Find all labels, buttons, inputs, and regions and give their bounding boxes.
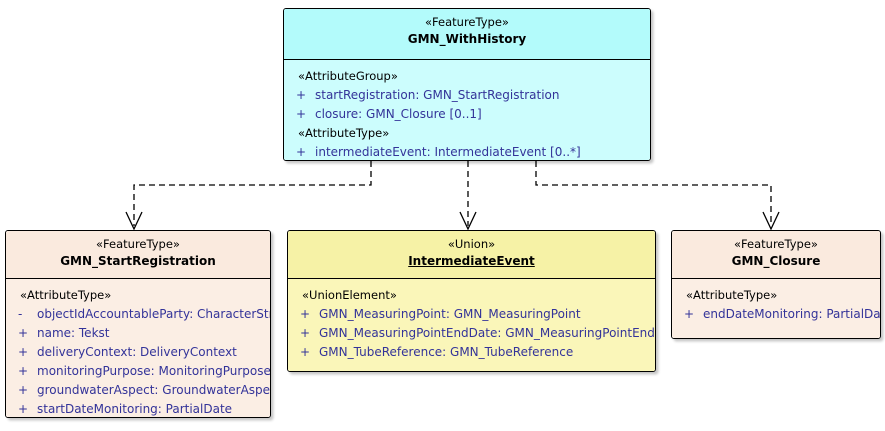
attribute-label: GMN_TubeReference: GMN_TubeReference [319, 345, 574, 359]
attribute-row: + startRegistration: GMN_StartRegistrati… [284, 86, 650, 105]
attribute-group-stereotype: «AttributeType» [686, 288, 778, 302]
attribute-row: + groundwaterAspect: GroundwaterAspect [6, 381, 270, 400]
attribute-row: + GMN_TubeReference: GMN_TubeReference [288, 343, 655, 362]
class-header-gmn-withhistory: «FeatureType» GMN_WithHistory [284, 9, 650, 60]
attribute-row: + endDateMonitoring: PartialDate [672, 305, 880, 324]
attribute-visibility: + [18, 364, 29, 378]
attribute-row: - objectIdAccountableParty: CharacterStr… [6, 305, 270, 324]
class-header-gmn-startregistration: «FeatureType» GMN_StartRegistration [6, 231, 270, 279]
class-box-gmn-withhistory[interactable]: «FeatureType» GMN_WithHistory «Attribute… [283, 8, 651, 161]
class-body-gmn-withhistory: «AttributeGroup» + startRegistration: GM… [284, 60, 650, 160]
attribute-visibility: + [300, 326, 311, 340]
attribute-row: + GMN_MeasuringPointEndDate: GMN_Measuri… [288, 324, 655, 343]
class-stereotype: «FeatureType» [734, 237, 818, 251]
attribute-visibility: + [18, 326, 29, 340]
attribute-label: endDateMonitoring: PartialDate [703, 307, 880, 321]
class-name: IntermediateEvent [408, 254, 535, 268]
attribute-label: closure: GMN_Closure [0..1] [315, 107, 482, 121]
attribute-visibility: + [296, 107, 307, 121]
connector-withhistory-to-intermediateevent [459, 161, 477, 231]
class-body-intermediateevent: «UnionElement» + GMN_MeasuringPoint: GMN… [288, 279, 655, 371]
attribute-label: name: Tekst [37, 326, 110, 340]
attribute-label: objectIdAccountableParty: CharacterStrin… [37, 307, 270, 321]
class-stereotype: «FeatureType» [425, 15, 509, 29]
attribute-label: intermediateEvent: IntermediateEvent [0.… [315, 145, 581, 159]
class-box-gmn-closure[interactable]: «FeatureType» GMN_Closure «AttributeType… [671, 230, 881, 339]
attribute-label: monitoringPurpose: MonitoringPurpose [37, 364, 270, 378]
attribute-label: deliveryContext: DeliveryContext [37, 345, 237, 359]
connector-withhistory-to-closure [535, 161, 780, 231]
connector-withhistory-to-startregistration [125, 161, 372, 231]
attribute-group-stereotype: «UnionElement» [302, 288, 397, 302]
class-box-gmn-startregistration[interactable]: «FeatureType» GMN_StartRegistration «Att… [5, 230, 271, 418]
attribute-visibility: + [18, 383, 29, 397]
class-stereotype: «Union» [447, 237, 496, 251]
attribute-row: + GMN_MeasuringPoint: GMN_MeasuringPoint [288, 305, 655, 324]
class-name: GMN_StartRegistration [60, 254, 216, 268]
attribute-visibility: + [296, 145, 307, 159]
attribute-row: + deliveryContext: DeliveryContext [6, 343, 270, 362]
class-header-intermediateevent: «Union» IntermediateEvent [288, 231, 655, 279]
attribute-visibility: + [18, 345, 29, 359]
attribute-label: startRegistration: GMN_StartRegistration [315, 88, 560, 102]
attribute-label: startDateMonitoring: PartialDate [37, 402, 233, 416]
class-header-gmn-closure: «FeatureType» GMN_Closure [672, 231, 880, 279]
attribute-group-stereotype: «AttributeGroup» [298, 69, 398, 83]
attribute-label: groundwaterAspect: GroundwaterAspect [37, 383, 270, 397]
attribute-label: GMN_MeasuringPoint: GMN_MeasuringPoint [319, 307, 581, 321]
class-name: GMN_WithHistory [407, 32, 527, 46]
attribute-visibility: + [18, 402, 29, 416]
class-box-intermediateevent[interactable]: «Union» IntermediateEvent «UnionElement»… [287, 230, 656, 372]
class-name: GMN_Closure [731, 254, 821, 268]
attribute-visibility: - [18, 307, 23, 321]
attribute-row: + startDateMonitoring: PartialDate [6, 400, 270, 417]
attribute-group-stereotype: «AttributeType» [20, 288, 112, 302]
attribute-visibility: + [300, 307, 311, 321]
attribute-row: + intermediateEvent: IntermediateEvent [… [284, 143, 650, 160]
attribute-group-stereotype: «AttributeType» [298, 126, 390, 140]
class-body-gmn-closure: «AttributeType» + endDateMonitoring: Par… [672, 279, 880, 338]
attribute-row: + closure: GMN_Closure [0..1] [284, 105, 650, 124]
attribute-visibility: + [296, 88, 307, 102]
attribute-label: GMN_MeasuringPointEndDate: GMN_Measuring… [319, 326, 655, 340]
attribute-row: + monitoringPurpose: MonitoringPurpose [6, 362, 270, 381]
attribute-visibility: + [300, 345, 311, 359]
class-stereotype: «FeatureType» [96, 237, 180, 251]
attribute-row: + name: Tekst [6, 324, 270, 343]
attribute-visibility: + [684, 307, 695, 321]
class-body-gmn-startregistration: «AttributeType» - objectIdAccountablePar… [6, 279, 270, 417]
